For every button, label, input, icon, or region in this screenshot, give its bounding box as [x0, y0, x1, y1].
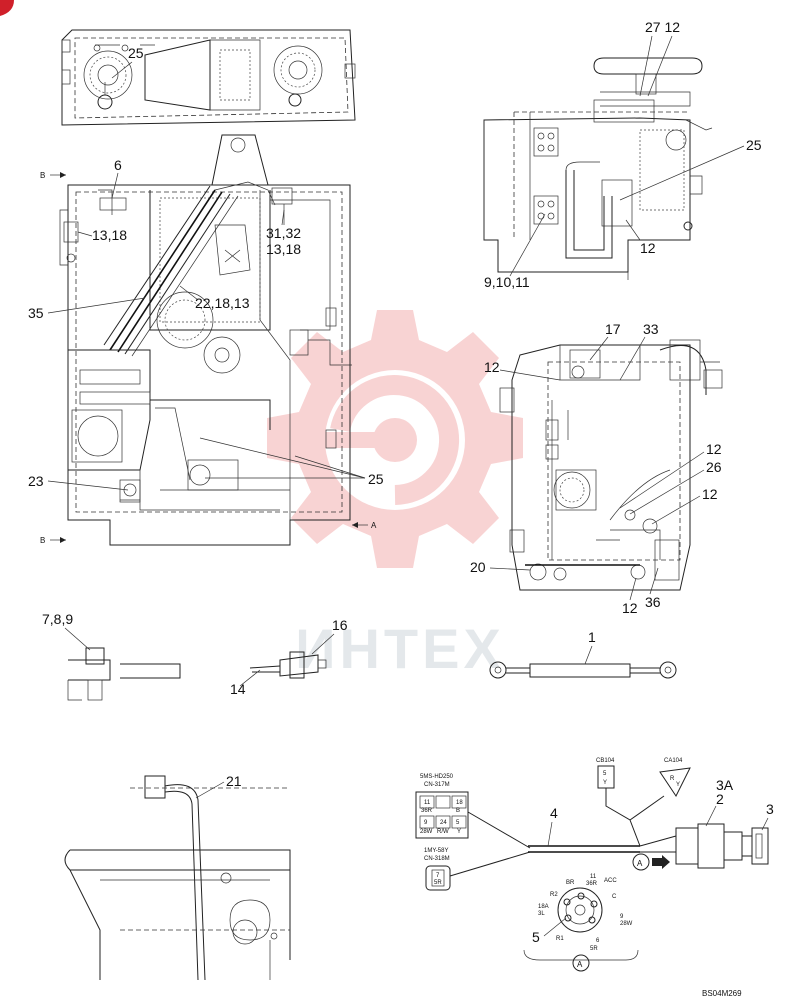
callout-9-10-11: 9,10,11	[484, 274, 530, 290]
watermark-logo: ИНТЕХ	[267, 310, 523, 680]
switch-terminal-36r: 36R	[586, 881, 598, 887]
switch-terminal-c: C	[612, 894, 617, 900]
cn317-sub-5: Y	[457, 829, 461, 835]
callout-20: 20	[470, 559, 486, 575]
callout-17: 17	[605, 321, 621, 337]
corner-tab	[0, 0, 14, 16]
cn317-pin-6: 5	[456, 820, 460, 826]
callout-4: 4	[550, 805, 558, 821]
callout-31-32: 31,32	[266, 225, 301, 241]
callout-3a: 3A	[716, 777, 734, 793]
view-marker-b-bottom: B	[40, 536, 45, 545]
callout-27-12: 27 12	[645, 19, 680, 35]
cn317-sub-3: 28W	[420, 829, 433, 835]
switch-terminal-9: 9	[620, 914, 624, 920]
detail-7-8-9	[67, 647, 181, 701]
connector-cb104: CB104	[596, 758, 615, 764]
main-frame-view: B B	[40, 134, 377, 546]
cn318-sub: 5R	[434, 880, 442, 886]
switch-terminal-r2: R2	[550, 892, 558, 898]
switch-terminal-br: BR	[566, 880, 575, 886]
connector-cn317-title-2: CN-317M	[424, 782, 450, 788]
callout-36: 36	[645, 594, 661, 610]
cab-side-view	[499, 339, 723, 591]
drawing-code: BS04M269	[702, 989, 742, 998]
callout-26: 26	[706, 459, 722, 475]
engine-view	[483, 57, 713, 280]
cn317-pin-3: 18	[456, 800, 463, 806]
callout-7-8-9: 7,8,9	[42, 611, 73, 627]
switch-terminal-acc: ACC	[604, 878, 617, 884]
cn317-sub-2: B	[456, 808, 460, 814]
view-marker-a-arrow: A	[371, 521, 377, 530]
callout-5: 5	[532, 929, 540, 945]
callout-25-top: 25	[128, 45, 144, 61]
callout-25-mid: 25	[368, 471, 384, 487]
callout-12-b: 12	[706, 441, 722, 457]
callout-22-18-13: 22,18,13	[195, 295, 250, 311]
switch-terminal-5r: 5R	[590, 946, 598, 952]
cn317-pin-5: 24	[440, 820, 447, 826]
ca104-pin-2: Y	[676, 782, 680, 788]
callout-1: 1	[588, 629, 596, 645]
cb104-pin-1: 5	[603, 771, 607, 777]
connector-cn317-title-1: 5MS-HD250	[420, 774, 454, 780]
switch-terminal-6: 6	[596, 938, 600, 944]
connector-cn318-title-2: CN-318M	[424, 856, 450, 862]
connector-ca104: CA104	[664, 758, 683, 764]
callout-35: 35	[28, 305, 44, 321]
switch-terminal-18a: 18A	[538, 904, 549, 910]
cn317-pin-1: 11	[424, 800, 431, 806]
callout-12-d: 12	[622, 600, 638, 616]
callout-13-18-b: 13,18	[266, 241, 301, 257]
watermark-text: ИНТЕХ	[295, 617, 505, 680]
detail-key-switch-harness: 5MS-HD250 CN-317M 11 18 9 24 5 36R B 28W…	[415, 758, 769, 972]
callout-2: 2	[716, 791, 724, 807]
cn317-sub-4: R/W	[437, 829, 449, 835]
switch-terminal-11: 11	[590, 874, 597, 880]
callout-33: 33	[643, 321, 659, 337]
callout-12-mid: 12	[640, 240, 656, 256]
detail-21-tank	[64, 775, 291, 981]
detail-14-16-sensor	[249, 651, 327, 679]
callout-3: 3	[766, 801, 774, 817]
callout-6: 6	[114, 157, 122, 173]
upper-plate-view	[61, 29, 356, 126]
connector-cn318-title-1: 1MY-58Y	[424, 848, 448, 854]
cb104-pin-2: Y	[603, 780, 607, 786]
callout-21: 21	[226, 773, 242, 789]
detail-1-strap	[489, 661, 677, 679]
callout-12-c: 12	[702, 486, 718, 502]
callout-12-a: 12	[484, 359, 500, 375]
switch-terminal-28w: 28W	[620, 921, 633, 927]
view-marker-a-circle-1: A	[637, 859, 643, 868]
cn317-pin-4: 9	[424, 820, 428, 826]
switch-terminal-3l: 3L	[538, 911, 545, 917]
callout-16: 16	[332, 617, 348, 633]
callout-25-right: 25	[746, 137, 762, 153]
callout-14: 14	[230, 681, 246, 697]
cn318-pin: 7	[436, 873, 440, 879]
ca104-pin-1: R	[670, 776, 675, 782]
view-marker-a-circle-2: A	[577, 960, 583, 969]
callout-23: 23	[28, 473, 44, 489]
view-marker-b-top: B	[40, 171, 45, 180]
cn317-sub-1: 36R	[421, 808, 433, 814]
switch-terminal-r1: R1	[556, 936, 564, 942]
callout-13-18: 13,18	[92, 227, 127, 243]
